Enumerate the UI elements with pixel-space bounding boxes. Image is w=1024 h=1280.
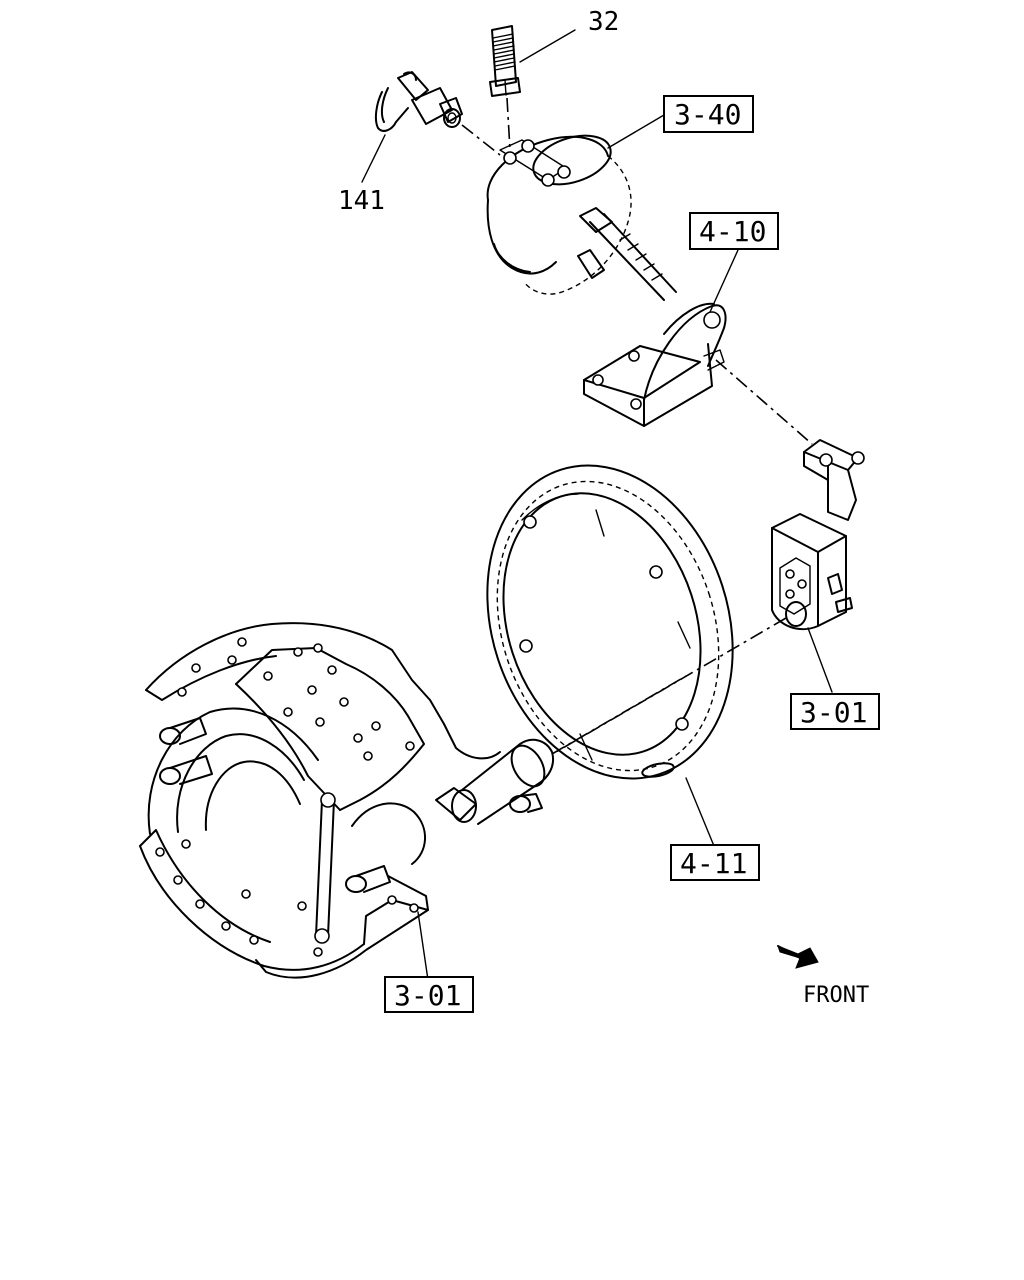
callout-4-11: 4-11	[670, 844, 760, 881]
centerline-chamber-to-adjuster	[715, 359, 813, 445]
leader-line-4-11	[685, 777, 715, 847]
brake-chamber-3-40	[486, 134, 677, 301]
leader-line-3-01-bottom	[417, 911, 429, 981]
bolt-part-32	[489, 25, 521, 97]
callout-4-10: 4-10	[689, 212, 779, 250]
front-arrow-icon	[777, 945, 819, 969]
callout-3-01-bottom: 3-01	[384, 976, 474, 1013]
callout-141: 141	[338, 186, 385, 216]
leader-line-4-10	[709, 249, 739, 313]
callout-3-40: 3-40	[663, 95, 754, 133]
centerline-through-shield	[551, 675, 687, 755]
dust-shield-4-11	[486, 464, 734, 780]
centerline-141	[461, 124, 501, 156]
callout-3-01-right: 3-01	[790, 693, 880, 730]
callout-4-10-label: 4-10	[699, 215, 766, 248]
brake-shoe-assembly	[139, 622, 554, 979]
callout-3-01-bottom-label: 3-01	[394, 979, 461, 1012]
front-label: FRONT	[803, 983, 869, 1008]
callout-4-11-label: 4-11	[680, 847, 747, 880]
slack-adjuster	[771, 439, 865, 631]
leader-line-3-01-right	[807, 627, 833, 693]
sensor-connector-part-141	[374, 71, 463, 132]
centerline-32	[506, 97, 511, 151]
leader-line-141	[361, 134, 386, 183]
callout-3-01-right-label: 3-01	[800, 696, 867, 729]
leader-line-32	[519, 29, 576, 63]
callout-32: 32	[588, 7, 619, 37]
callout-3-40-label: 3-40	[674, 98, 741, 131]
chamber-mounting-bracket	[583, 302, 727, 427]
leader-line-3-40	[607, 114, 665, 149]
